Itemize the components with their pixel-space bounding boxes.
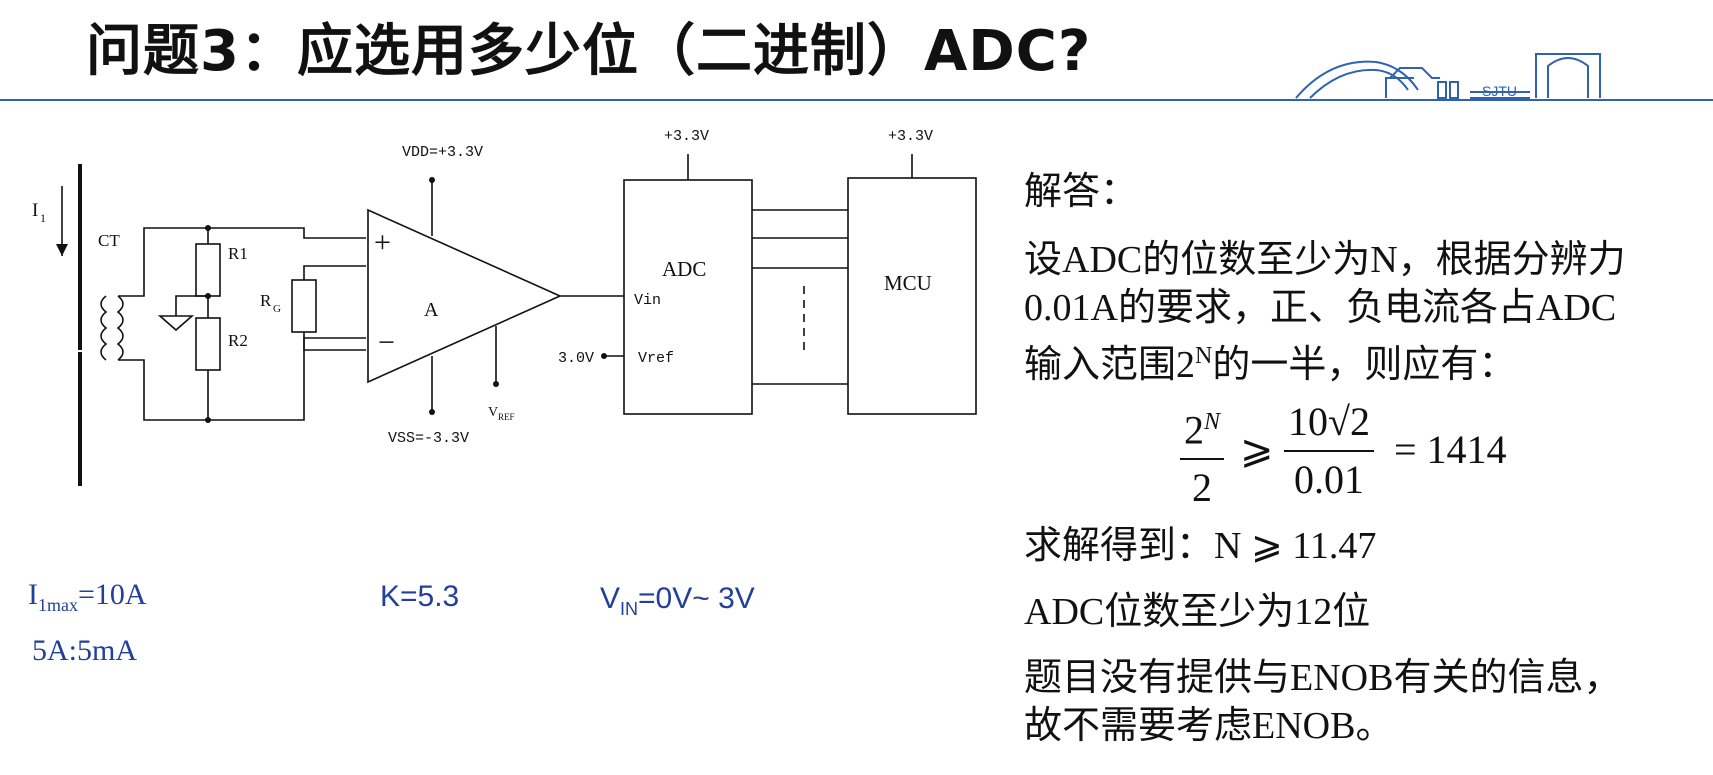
answer-line-3: 输入范围2N的一半，则应有： xyxy=(1024,332,1516,389)
vin-range-note: VIN=0V~ 3V xyxy=(600,582,755,620)
i1max-sub: 1max xyxy=(38,595,78,615)
page-title: 问题3：应选用多少位（二进制）ADC? xyxy=(86,19,1092,84)
lhs-fraction: 2N 2 xyxy=(1180,398,1225,512)
i1max-main: I xyxy=(28,578,38,611)
vss-label: VSS=-3.3V xyxy=(388,430,469,447)
note-line-2: 故不需要考虑ENOB。 xyxy=(1024,705,1394,747)
vdd-label: VDD=+3.3V xyxy=(402,144,483,161)
mcu-supply-label: +3.3V xyxy=(888,128,933,145)
vin-main: V xyxy=(600,582,621,615)
ct-label: CT xyxy=(98,231,120,250)
sjtu-logo: SJTU xyxy=(1295,53,1601,99)
rhs-numerator: 10√2 xyxy=(1288,399,1370,444)
note-line-1: 题目没有提供与ENOB有关的信息， xyxy=(1024,657,1622,699)
r1-label: R1 xyxy=(228,244,248,263)
vin-value: =0V~ 3V xyxy=(638,582,755,615)
i1max-value: =10A xyxy=(78,578,147,611)
r2-label: R2 xyxy=(228,331,248,350)
lhs-denominator: 2 xyxy=(1192,465,1212,511)
vref-op-sub: REF xyxy=(498,412,515,422)
gain-note: K=5.3 xyxy=(380,580,460,613)
opamp-plus: + xyxy=(374,226,391,259)
result-line: ADC位数至少为12位 xyxy=(1024,591,1371,633)
answer-line-2: 0.01A的要求，正、负电流各占ADC xyxy=(1024,287,1617,329)
vin-sub: IN xyxy=(620,599,639,619)
equals-result: = 1414 xyxy=(1394,427,1507,472)
answer-line-3-post: 的一半，则应有： xyxy=(1212,344,1517,386)
i1-sub: 1 xyxy=(40,211,46,225)
adc-supply-label: +3.3V xyxy=(664,128,709,145)
circuit-diagram: I 1 CT R1 R2 R G A + − ADC MCU V REF VDD… xyxy=(32,128,977,486)
relation-sign: ⩾ xyxy=(1240,427,1274,472)
opamp-minus: − xyxy=(378,326,395,359)
adc-vin-label: Vin xyxy=(634,292,661,309)
opamp-label: A xyxy=(424,299,439,321)
i1max-note: I1max=10A xyxy=(28,578,147,616)
lhs-numerator: 2 xyxy=(1184,407,1204,453)
answer-heading: 解答： xyxy=(1024,171,1139,213)
rg-label: R xyxy=(260,291,272,310)
i1-label: I xyxy=(32,200,38,221)
answer-line-1: 设ADC的位数至少为N，根据分辨力 xyxy=(1024,239,1626,281)
logo-text: SJTU xyxy=(1482,83,1517,99)
adc-label: ADC xyxy=(662,257,706,281)
adc-vref-value: 3.0V xyxy=(558,350,594,367)
answer-line-3-pre: 输入范围2 xyxy=(1024,344,1196,386)
mcu-label: MCU xyxy=(884,271,932,295)
rg-sub: G xyxy=(273,303,281,315)
answer-line-3-sup: N xyxy=(1195,343,1213,369)
adc-vref-label: Vref xyxy=(638,350,674,367)
lhs-numerator-sup: N xyxy=(1204,409,1221,435)
rhs-fraction: 10√2 0.01 xyxy=(1284,398,1374,504)
ct-ratio-note: 5A:5mA xyxy=(32,634,137,667)
rhs-denominator: 0.01 xyxy=(1293,457,1364,502)
solve-line: 求解得到：N ⩾ 11.47 xyxy=(1024,525,1377,567)
title-divider xyxy=(0,99,1713,101)
vref-op-label: V xyxy=(488,405,498,420)
